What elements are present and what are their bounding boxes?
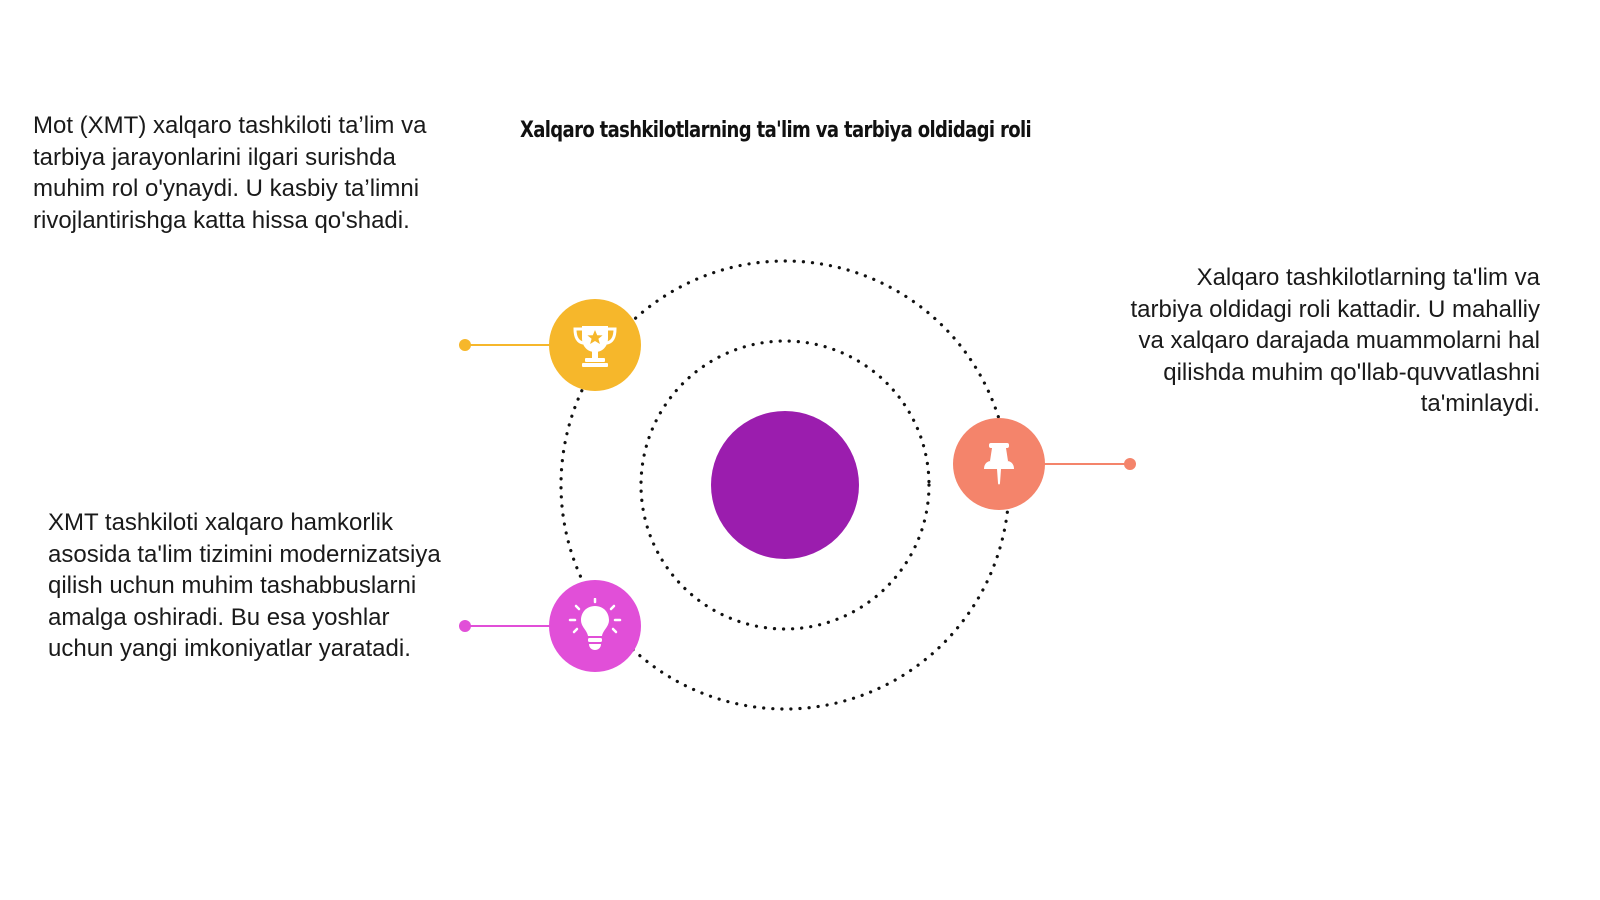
page-title: Xalqaro tashkilotlarning ta'lim va tarbi… <box>520 118 1032 143</box>
connector-dot-lightbulb <box>459 620 471 632</box>
lightbulb-icon <box>568 598 622 650</box>
lightbulb-badge <box>549 580 641 672</box>
inner-orbit-ring <box>639 339 931 631</box>
item-text-trophy: Mot (XMT) xalqaro tashkiloti ta’lim va t… <box>33 112 427 234</box>
trophy-badge <box>549 299 641 391</box>
pushpin-badge <box>953 418 1045 510</box>
center-circle <box>711 411 859 559</box>
pushpin-icon <box>984 443 1014 485</box>
item-text-pushpin: Xalqaro tashkilotlarning ta'lim va tarbi… <box>1130 264 1540 417</box>
trophy-icon <box>573 326 617 367</box>
item-text-lightbulb: XMT tashkiloti xalqaro hamkorlik asosida… <box>48 509 441 662</box>
connector-dot-trophy <box>459 339 471 351</box>
connector-dot-pushpin <box>1124 458 1136 470</box>
